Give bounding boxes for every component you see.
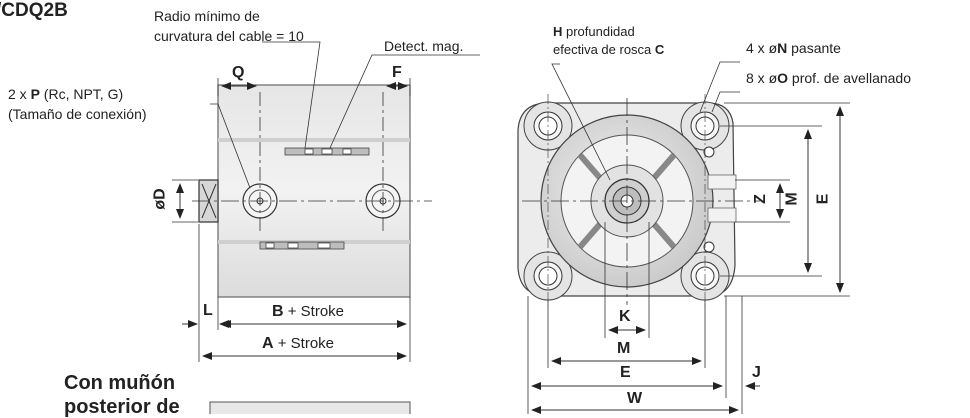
dim-k: K (619, 308, 631, 325)
thread-label-1: H profundidad (553, 24, 635, 40)
trunnion-heading-2: posterior de (64, 396, 180, 418)
thru-letter: N (777, 40, 788, 56)
dim-b-suffix: + Stroke (283, 303, 345, 320)
dim-e: E (620, 364, 631, 381)
port-label: 2 x P (Rc, NPT, G) (8, 86, 123, 102)
thread-label-2: efectiva de rosca C (553, 42, 664, 58)
trunnion-view-outline (209, 401, 411, 414)
thread-c: C (654, 42, 665, 57)
cb-suffix: prof. de avellanado (788, 70, 911, 86)
thru-prefix: 4 x ø (746, 40, 778, 56)
thru-suffix: pasante (787, 40, 841, 56)
switch-groove-bottom (259, 241, 345, 250)
dim-z: Z (751, 194, 769, 204)
dim-w: W (627, 390, 643, 407)
dim-m: M (617, 340, 631, 357)
auto-switch-label: Detect. mag. (384, 38, 464, 54)
port-prefix: 2 x (8, 86, 31, 102)
dim-j: J (752, 364, 761, 381)
through-hole-label: 4 x øN pasante (746, 40, 841, 56)
thread-text-1: profundidad (562, 24, 635, 39)
dim-a-suffix: + Stroke (273, 335, 335, 352)
trunnion-heading-1: Con muñón (64, 372, 176, 394)
dim-q: Q (232, 64, 245, 81)
model-fragment: /CDQ2B (0, 0, 68, 21)
dim-m-side: M (783, 192, 801, 206)
counterbore-label: 8 x øO prof. de avellanado (746, 70, 911, 86)
dim-b-label: B + Stroke (272, 304, 344, 320)
front-view (517, 61, 850, 414)
cb-prefix: 8 x ø (746, 70, 778, 86)
dim-f: F (392, 64, 402, 81)
thread-h: H (553, 24, 563, 39)
port-letter: P (30, 86, 40, 102)
dim-d: øD (151, 188, 169, 210)
port-suffix: (Rc, NPT, G) (39, 86, 124, 102)
bend-radius-label-1: Radio mínimo de (154, 8, 260, 24)
dim-a-label: A + Stroke (262, 336, 334, 352)
dim-l: L (203, 302, 213, 319)
thread-text-2: efectiva de rosca (553, 42, 655, 57)
port-size-label: (Tamaño de conexión) (8, 106, 147, 122)
cb-letter: O (777, 70, 789, 86)
dim-a: A (262, 335, 274, 352)
bend-radius-label-2: curvatura del cable = 10 (154, 28, 304, 44)
side-view (172, 41, 480, 362)
dim-e-side: E (814, 193, 832, 205)
dim-b: B (272, 303, 284, 320)
